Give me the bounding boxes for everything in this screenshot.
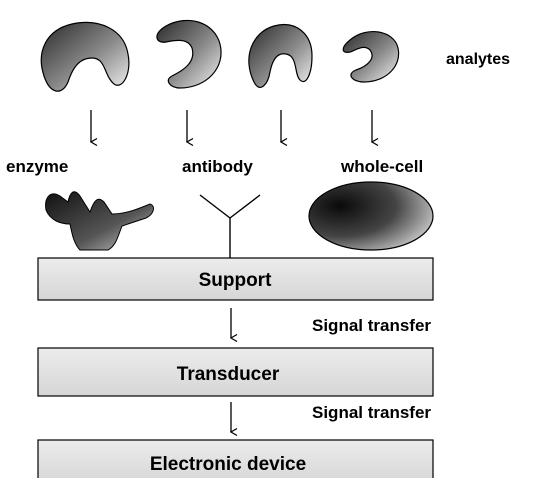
signal-transfer-label-1: Signal transfer [312, 316, 431, 335]
enzyme-label: enzyme [6, 157, 68, 176]
whole-cell-shape [309, 182, 433, 250]
electronic-device-label: Electronic device [150, 454, 306, 475]
analyte-shape-3 [249, 25, 312, 88]
analytes-label: analytes [446, 51, 510, 68]
antibody-shape [200, 195, 260, 258]
support-label: Support [199, 270, 272, 291]
signal-transfer-label-2: Signal transfer [312, 403, 431, 422]
transducer-label: Transducer [177, 364, 280, 385]
enzyme-shape [46, 192, 154, 250]
antibody-label: antibody [182, 157, 253, 176]
analyte-shape-4 [343, 32, 398, 82]
analyte-shapes [41, 20, 398, 91]
whole-cell-label: whole-cell [340, 157, 423, 176]
analyte-arrows [91, 110, 372, 142]
analyte-shape-1 [41, 22, 129, 91]
analyte-shape-2 [157, 20, 221, 88]
